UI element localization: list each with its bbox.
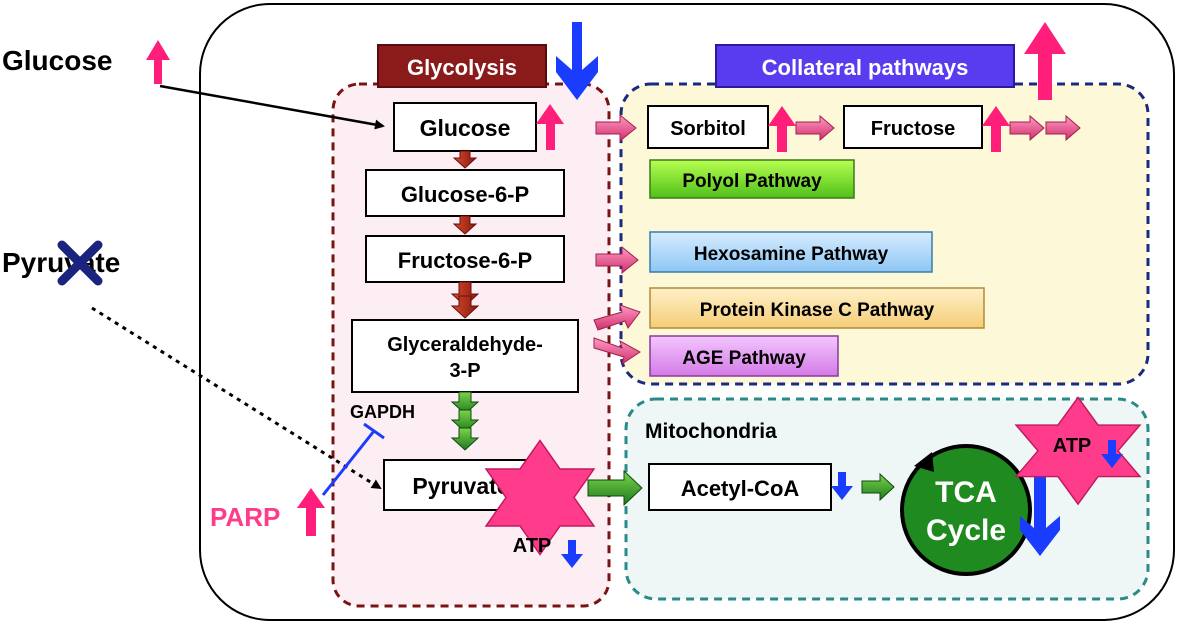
- step-glucose: Glucose: [393, 102, 537, 152]
- glycolysis-title: Glycolysis: [407, 55, 517, 80]
- pink-side-arrows: [593, 113, 1081, 366]
- acetyl-down-icon: [831, 472, 853, 500]
- svg-text:Glucose: Glucose: [420, 115, 511, 141]
- blocked-cross-icon: [57, 240, 103, 286]
- step-glucose-6-p: Glucose-6-P: [365, 169, 565, 217]
- svg-text:Polyol Pathway: Polyol Pathway: [682, 171, 822, 192]
- collateral-banner: Collateral pathways: [715, 44, 1015, 88]
- glucose-up-icon: [536, 104, 564, 150]
- svg-text:Acetyl-CoA: Acetyl-CoA: [681, 476, 800, 501]
- fructose-up-icon: [982, 106, 1010, 152]
- sorbitol-up-icon: [768, 106, 796, 152]
- svg-text:Fructose-6-P: Fructose-6-P: [398, 248, 532, 273]
- glycolysis-green-arrows: [450, 391, 480, 451]
- parp-up-icon: [297, 488, 325, 536]
- svg-text:ATP: ATP: [1053, 435, 1092, 457]
- svg-text:Glyceraldehyde-: Glyceraldehyde-: [387, 334, 543, 356]
- collateral-title: Collateral pathways: [762, 55, 969, 80]
- svg-text:Glucose-6-P: Glucose-6-P: [401, 182, 529, 207]
- pyruvate-dotted-arrow: [91, 306, 382, 490]
- outside-glucose-up-icon: [146, 40, 170, 84]
- mitochondria-title: Mitochondria: [645, 420, 777, 443]
- glycolysis-down-arrow-icon: [556, 22, 598, 100]
- glycolysis-banner: Glycolysis: [377, 44, 547, 88]
- step-glyceraldehyde-3-p: Glyceraldehyde- 3-P: [351, 319, 579, 393]
- acetyl-to-tca-arrow: [861, 472, 895, 502]
- svg-text:3-P: 3-P: [449, 360, 480, 382]
- outside-glucose-label: Glucose: [2, 45, 112, 76]
- pkc-pathway-box: Protein Kinase C Pathway: [649, 287, 985, 329]
- hexosamine-pathway-box: Hexosamine Pathway: [649, 231, 933, 273]
- svg-text:Sorbitol: Sorbitol: [670, 118, 746, 140]
- parp-inhibit-line: [321, 430, 376, 496]
- pyruvate-to-acetyl-arrow: [587, 469, 643, 507]
- svg-text:Cycle: Cycle: [926, 514, 1006, 547]
- svg-text:Fructose: Fructose: [871, 118, 955, 140]
- outside-pyruvate-label: Pyruvate: [2, 247, 120, 278]
- svg-text:Protein Kinase C Pathway: Protein Kinase C Pathway: [700, 300, 935, 321]
- atp-star-glycolysis: ATP: [484, 439, 596, 568]
- sorbitol-box: Sorbitol: [647, 105, 769, 149]
- step-fructose-6-p: Fructose-6-P: [365, 235, 565, 283]
- svg-text:AGE Pathway: AGE Pathway: [682, 348, 806, 369]
- tca-cycle: TCA Cycle: [900, 444, 1032, 576]
- parp-inhibit-bar: [363, 422, 385, 440]
- fructose-box: Fructose: [843, 105, 983, 149]
- age-pathway-box: AGE Pathway: [649, 335, 839, 377]
- gapdh-label: GAPDH: [350, 402, 415, 422]
- parp-label: PARP: [210, 502, 280, 532]
- atp-glycolysis-down-icon: [561, 540, 583, 568]
- svg-text:TCA: TCA: [935, 476, 997, 509]
- glycolysis-red-arrows: [450, 150, 480, 319]
- svg-text:ATP: ATP: [513, 535, 552, 557]
- atp-mito-down-icon: [1101, 440, 1123, 468]
- tca-down-arrow-icon: [1020, 470, 1060, 556]
- glucose-entry-arrow: [159, 84, 385, 130]
- atp-star-mitochondria: ATP: [1014, 396, 1142, 506]
- collateral-up-arrow-icon: [1024, 22, 1066, 100]
- svg-text:Hexosamine Pathway: Hexosamine Pathway: [694, 244, 889, 265]
- acetyl-coa-box: Acetyl-CoA: [648, 463, 832, 511]
- polyol-pathway-box: Polyol Pathway: [649, 159, 855, 199]
